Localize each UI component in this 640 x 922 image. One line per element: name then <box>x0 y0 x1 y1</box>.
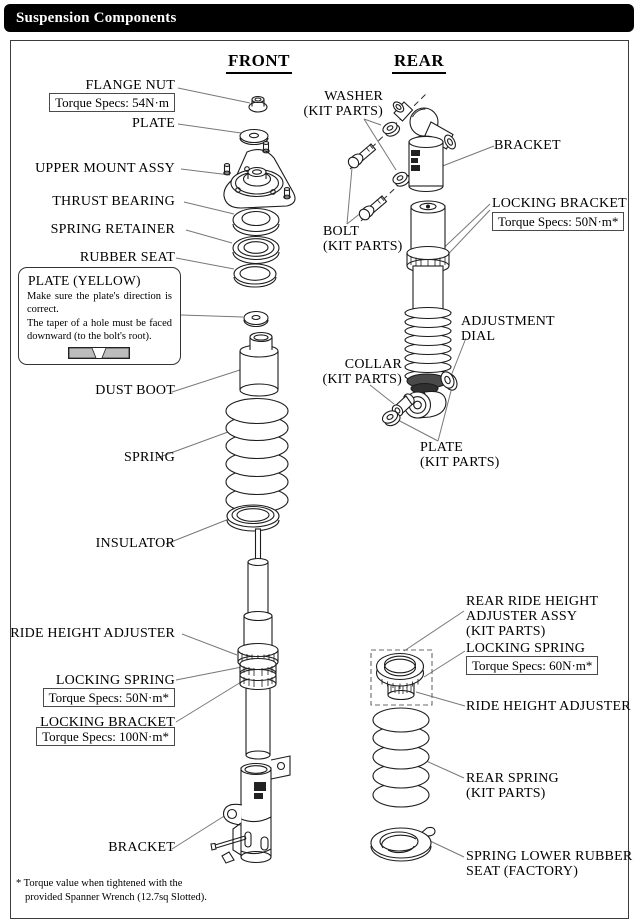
label-plate-rear: PLATE (KIT PARTS) <box>420 440 500 470</box>
label-adjustment-dial: ADJUSTMENT DIAL <box>461 314 555 344</box>
label-locking-spring-rear: LOCKING SPRING <box>466 641 586 656</box>
rear-exploded-drawing <box>347 101 458 862</box>
front-strut-drawing <box>237 528 279 760</box>
label-dust-boot: DUST BOOT <box>95 383 175 398</box>
rear-washer-drawing-1 <box>382 121 401 137</box>
front-upper-mount-drawing <box>223 141 296 209</box>
front-thrust-bearing-drawing <box>232 207 280 237</box>
front-rubber-seat-drawing <box>233 263 277 288</box>
front-insulator-drawing <box>226 504 280 532</box>
note-line-2: The taper of a hole must be faced downwa… <box>27 318 172 342</box>
torque-box-flange-nut: Torque Specs: 54N·m <box>49 93 175 112</box>
label-rear-ride-height-adjuster-assy: REAR RIDE HEIGHT ADJUSTER ASSY (KIT PART… <box>466 594 599 639</box>
label-collar: COLLAR (KIT PARTS) <box>322 357 402 387</box>
front-spring-retainer-drawing <box>232 235 280 265</box>
label-thrust-bearing: THRUST BEARING <box>52 194 175 209</box>
label-rubber-seat: RUBBER SEAT <box>79 250 175 265</box>
rear-bracket-drawing <box>392 101 456 193</box>
rear-bolt-drawing-2 <box>358 195 388 221</box>
label-locking-spring-front: LOCKING SPRING <box>55 673 175 688</box>
leader-lines <box>156 87 495 858</box>
label-flange-nut: FLANGE NUT <box>85 78 175 93</box>
label-spring-lower-rubber-seat: SPRING LOWER RUBBER SEAT (FACTORY) <box>466 849 633 879</box>
rear-shock-drawing <box>403 200 452 419</box>
rear-washer-drawing-2 <box>392 171 411 187</box>
front-flange-nut-drawing <box>248 95 268 113</box>
label-bracket-rear: BRACKET <box>494 138 561 153</box>
front-locking-knurl <box>243 666 273 687</box>
note-line-1: Make sure the plate's direction is corre… <box>27 291 172 315</box>
label-bolt: BOLT (KIT PARTS) <box>323 224 403 254</box>
front-bracket-drawing <box>210 755 291 864</box>
rear-bolt-drawing-1 <box>347 143 377 169</box>
plate-cross-section-drawing <box>68 347 130 359</box>
label-plate-front: PLATE <box>132 116 175 131</box>
label-spring-retainer: SPRING RETAINER <box>50 222 175 237</box>
rear-spring-drawing <box>372 707 430 808</box>
label-locking-bracket-front: LOCKING BRACKET <box>40 715 175 730</box>
rear-plate-drawing <box>381 410 401 427</box>
label-locking-bracket-rear: LOCKING BRACKET <box>492 196 627 211</box>
label-bracket-front: BRACKET <box>108 840 175 855</box>
label-ride-height-adjuster-rear: RIDE HEIGHT ADJUSTER <box>466 699 631 714</box>
label-insulator: INSULATOR <box>95 536 175 551</box>
front-exploded-drawing <box>210 95 296 864</box>
front-spring-drawing <box>225 397 289 514</box>
label-washer: WASHER (KIT PARTS) <box>303 89 383 119</box>
plate-yellow-note-box: PLATE (YELLOW) Make sure the plate's dir… <box>18 267 181 365</box>
label-spring-front: SPRING <box>124 450 175 465</box>
rear-ride-height-adjuster-drawing <box>375 652 425 701</box>
torque-box-locking-bracket-rear: Torque Specs: 50N·m* <box>492 212 625 231</box>
front-yellow-plate-drawing <box>243 310 269 328</box>
note-title: PLATE (YELLOW) <box>28 273 141 288</box>
torque-box-locking-spring-rear: Torque Specs: 60N·m* <box>466 656 599 675</box>
front-dust-boot-drawing <box>239 331 279 397</box>
front-plate-drawing <box>239 128 269 146</box>
diagram-frame <box>10 40 629 919</box>
rear-section-header: REAR <box>392 51 447 74</box>
footnote-line-1: * Torque value when tightened with the <box>16 878 183 889</box>
label-upper-mount: UPPER MOUNT ASSY <box>35 161 175 176</box>
rear-adjuster-dashed-box <box>370 649 433 706</box>
rear-lower-seat-drawing <box>370 826 436 862</box>
torque-box-locking-spring-front: Torque Specs: 50N·m* <box>42 688 175 707</box>
front-section-header: FRONT <box>226 51 292 74</box>
label-ride-height-adjuster-front: RIDE HEIGHT ADJUSTER <box>10 626 175 641</box>
footnote-line-2: provided Spanner Wrench (12.7sq Slotted)… <box>25 892 207 903</box>
title-banner: Suspension Components <box>4 4 634 32</box>
label-rear-spring: REAR SPRING (KIT PARTS) <box>466 771 559 801</box>
page-title: Suspension Components <box>16 9 177 26</box>
torque-box-locking-bracket-front: Torque Specs: 100N·m* <box>36 727 175 746</box>
rear-adjustment-dial-drawing <box>440 371 458 391</box>
